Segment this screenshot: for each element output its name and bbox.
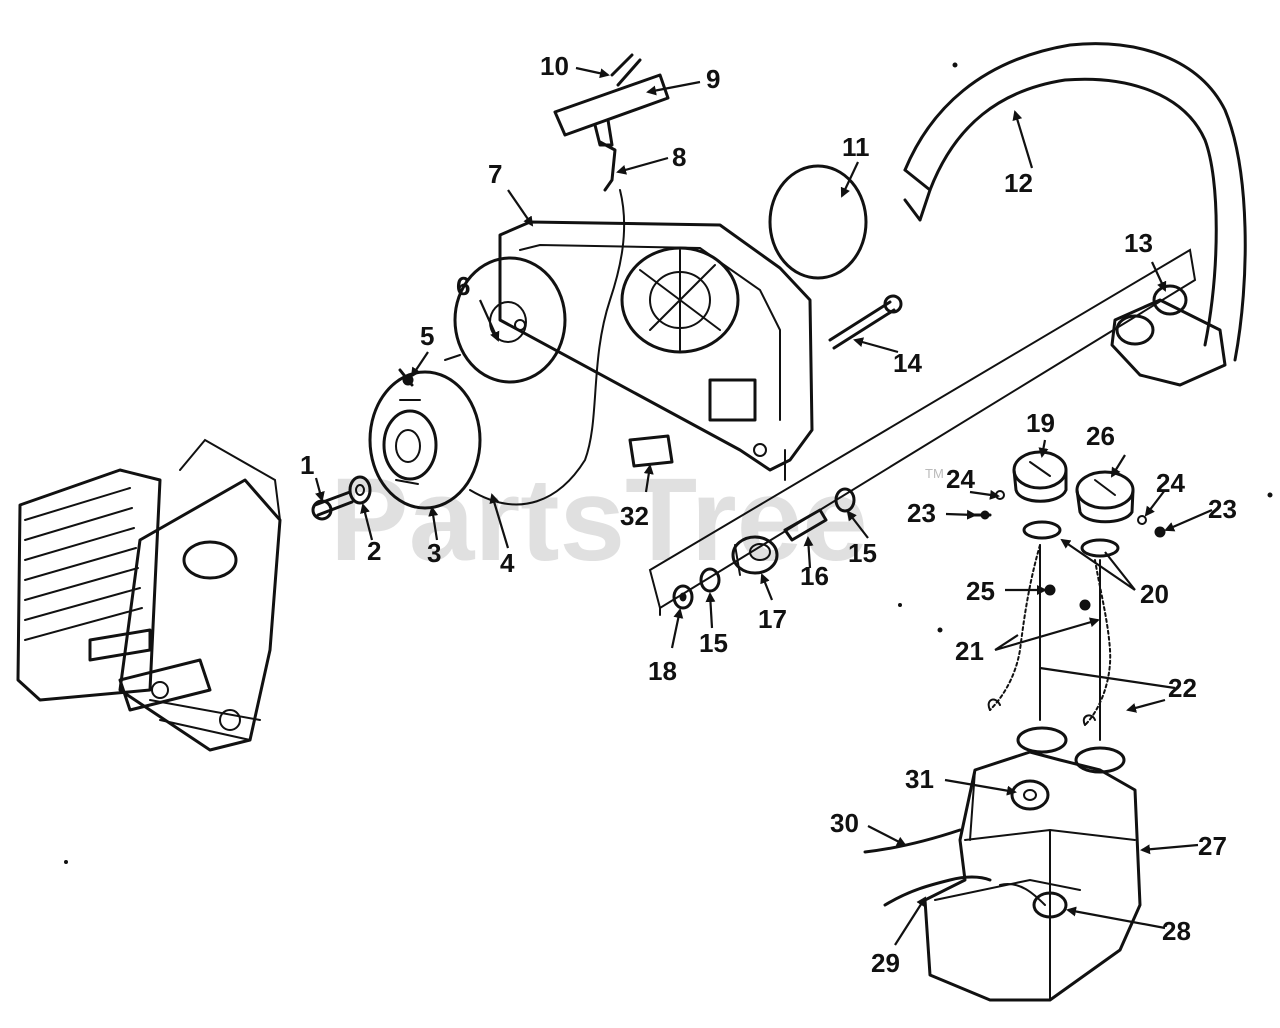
label-part-9: 9	[706, 64, 720, 94]
part-16-pin	[783, 508, 828, 542]
part-24-washer-right	[1137, 515, 1147, 525]
part-29-fuel-line	[883, 875, 992, 907]
part-13-handle-bracket	[1110, 284, 1227, 387]
part-15-washer	[834, 487, 856, 513]
label-part-7: 7	[488, 159, 502, 189]
part-11-o-ring	[768, 164, 868, 280]
part-26-oil-cap	[1075, 470, 1135, 524]
label-part-8: 8	[672, 142, 686, 172]
label-part-19: 19	[1026, 408, 1055, 438]
label-part-21: 21	[955, 636, 984, 666]
mounting-plane	[648, 248, 1197, 610]
part-7-starter-housing	[498, 220, 814, 472]
label-part-25: 25	[966, 576, 995, 606]
part-20-gasket-b	[1080, 538, 1120, 558]
label-part-17: 17	[758, 604, 787, 634]
part-labels: 1 2 3 4 5 6 7 8 9 10 11 12 13 14 15 15 1…	[300, 51, 1237, 978]
label-part-3: 3	[427, 538, 441, 568]
part-28-fuel-filter	[999, 883, 1068, 919]
label-part-31: 31	[905, 764, 934, 794]
leader-lines	[314, 66, 1213, 946]
label-part-4: 4	[500, 548, 515, 578]
part-5-screw	[398, 368, 414, 387]
part-31-grommet	[1010, 779, 1050, 811]
label-part-16: 16	[800, 561, 829, 591]
part-25-clip	[1044, 584, 1091, 611]
watermark: PartsTree	[330, 454, 868, 586]
label-part-15-upper: 15	[848, 538, 877, 568]
part-2-washer	[348, 475, 372, 505]
part-22-hooks	[987, 698, 1096, 726]
part-19-fuel-cap	[1012, 450, 1068, 503]
label-part-26: 26	[1086, 421, 1115, 451]
part-3-starter-pulley	[368, 370, 482, 510]
label-part-2: 2	[367, 536, 381, 566]
label-part-30: 30	[830, 808, 859, 838]
label-part-23-left: 23	[907, 498, 936, 528]
part-27-fuel-tank	[923, 726, 1142, 1002]
part-15-washer-lower	[699, 567, 721, 593]
label-part-5: 5	[420, 321, 434, 351]
part-21-chain-right	[1084, 559, 1112, 726]
part-30-pulse-line	[863, 828, 962, 854]
label-part-24-right: 24	[1156, 468, 1185, 498]
label-part-6: 6	[456, 271, 470, 301]
part-9-starter-handle	[553, 73, 670, 147]
label-part-23-right: 23	[1208, 494, 1237, 524]
label-part-1: 1	[300, 450, 314, 480]
label-part-10: 10	[540, 51, 569, 81]
watermark-tm: TM	[925, 466, 944, 481]
label-part-15-lower: 15	[699, 628, 728, 658]
label-part-24-left: 24	[946, 464, 975, 494]
part-20-gasket-a	[1022, 520, 1062, 540]
label-part-18: 18	[648, 656, 677, 686]
label-part-20: 20	[1140, 579, 1169, 609]
label-part-22: 22	[1168, 673, 1197, 703]
label-part-13: 13	[1124, 228, 1153, 258]
label-part-28: 28	[1162, 916, 1191, 946]
label-part-32: 32	[620, 501, 649, 531]
part-18-washer	[672, 584, 694, 610]
part-8-grommet	[598, 140, 617, 192]
label-part-14: 14	[893, 348, 922, 378]
engine-assembly	[16, 438, 282, 752]
part-6-rewind-spring	[444, 256, 567, 384]
label-part-12: 12	[1004, 168, 1033, 198]
part-17-bushing	[731, 535, 779, 576]
part-23-screw-right	[1154, 526, 1166, 538]
label-part-27: 27	[1198, 831, 1227, 861]
part-4-starter-rope	[469, 189, 626, 506]
part-10-handle-insert	[610, 53, 642, 87]
label-part-29: 29	[871, 948, 900, 978]
part-14-bolt	[828, 294, 903, 350]
label-part-11: 11	[842, 132, 870, 162]
part-12-front-handle	[903, 42, 1247, 362]
part-32-decal	[628, 434, 674, 468]
part-21-chain-left	[989, 544, 1041, 711]
